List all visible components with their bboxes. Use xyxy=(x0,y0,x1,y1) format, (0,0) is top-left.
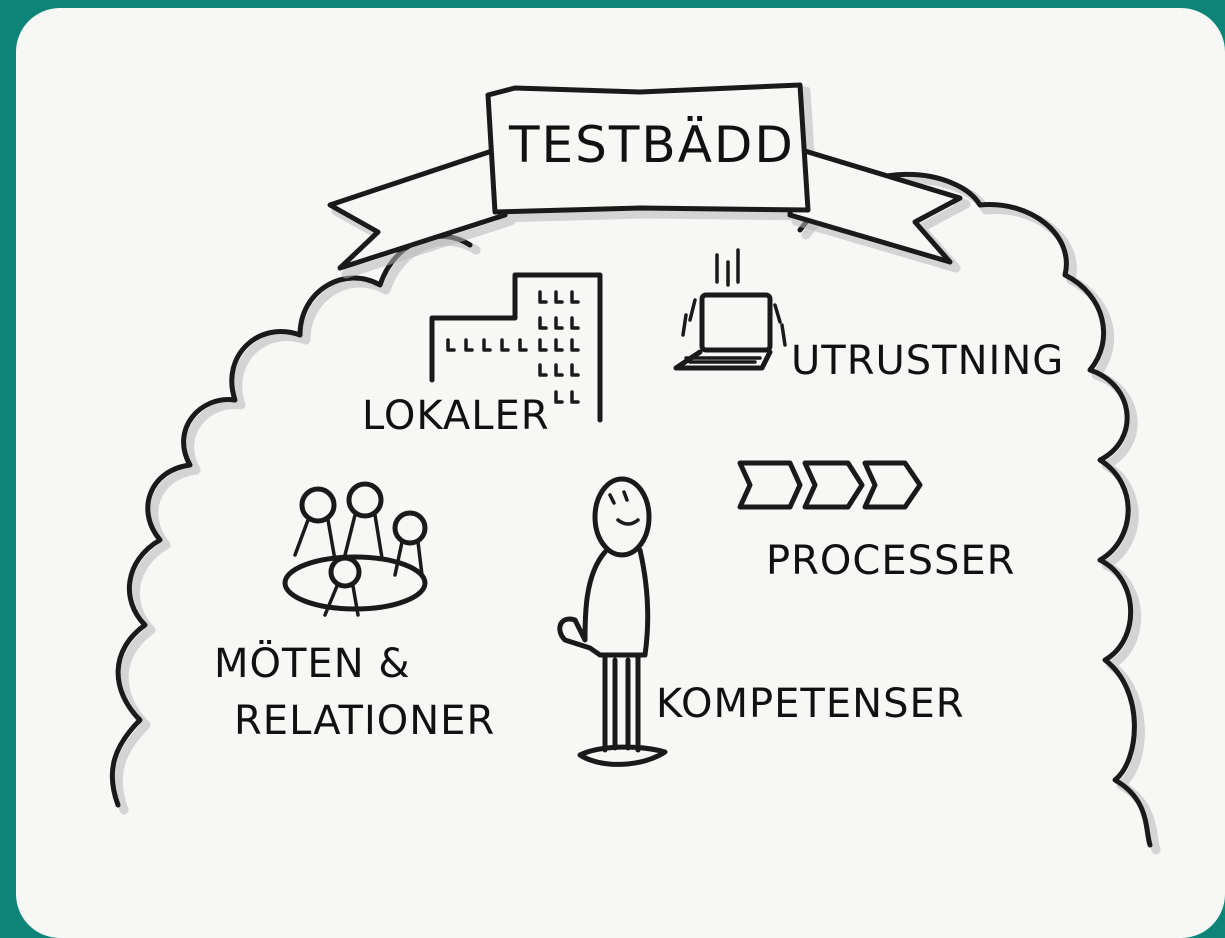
label-moten: MÖTEN & xyxy=(214,641,411,687)
meeting-people-icon xyxy=(282,481,428,617)
person-icon xyxy=(557,476,668,767)
laptop-icon xyxy=(673,248,787,371)
label-kompetenser: KOMPETENSER xyxy=(656,681,965,727)
label-utrustning: UTRUSTNING xyxy=(791,338,1065,384)
building-icon xyxy=(429,272,603,423)
banner-ribbon xyxy=(327,82,971,279)
label-relationer: RELATIONER xyxy=(234,698,496,744)
sketch-card: TESTBÄDD LOKALER UTRUSTNING PROCESSER MÖ… xyxy=(16,8,1225,938)
cloud-outline xyxy=(109,171,1153,848)
process-arrows-icon xyxy=(737,460,923,510)
sketch-drawing xyxy=(109,82,1161,855)
label-lokaler: LOKALER xyxy=(362,393,550,439)
banner-title: TESTBÄDD xyxy=(509,116,795,174)
label-processer: PROCESSER xyxy=(766,538,1016,584)
